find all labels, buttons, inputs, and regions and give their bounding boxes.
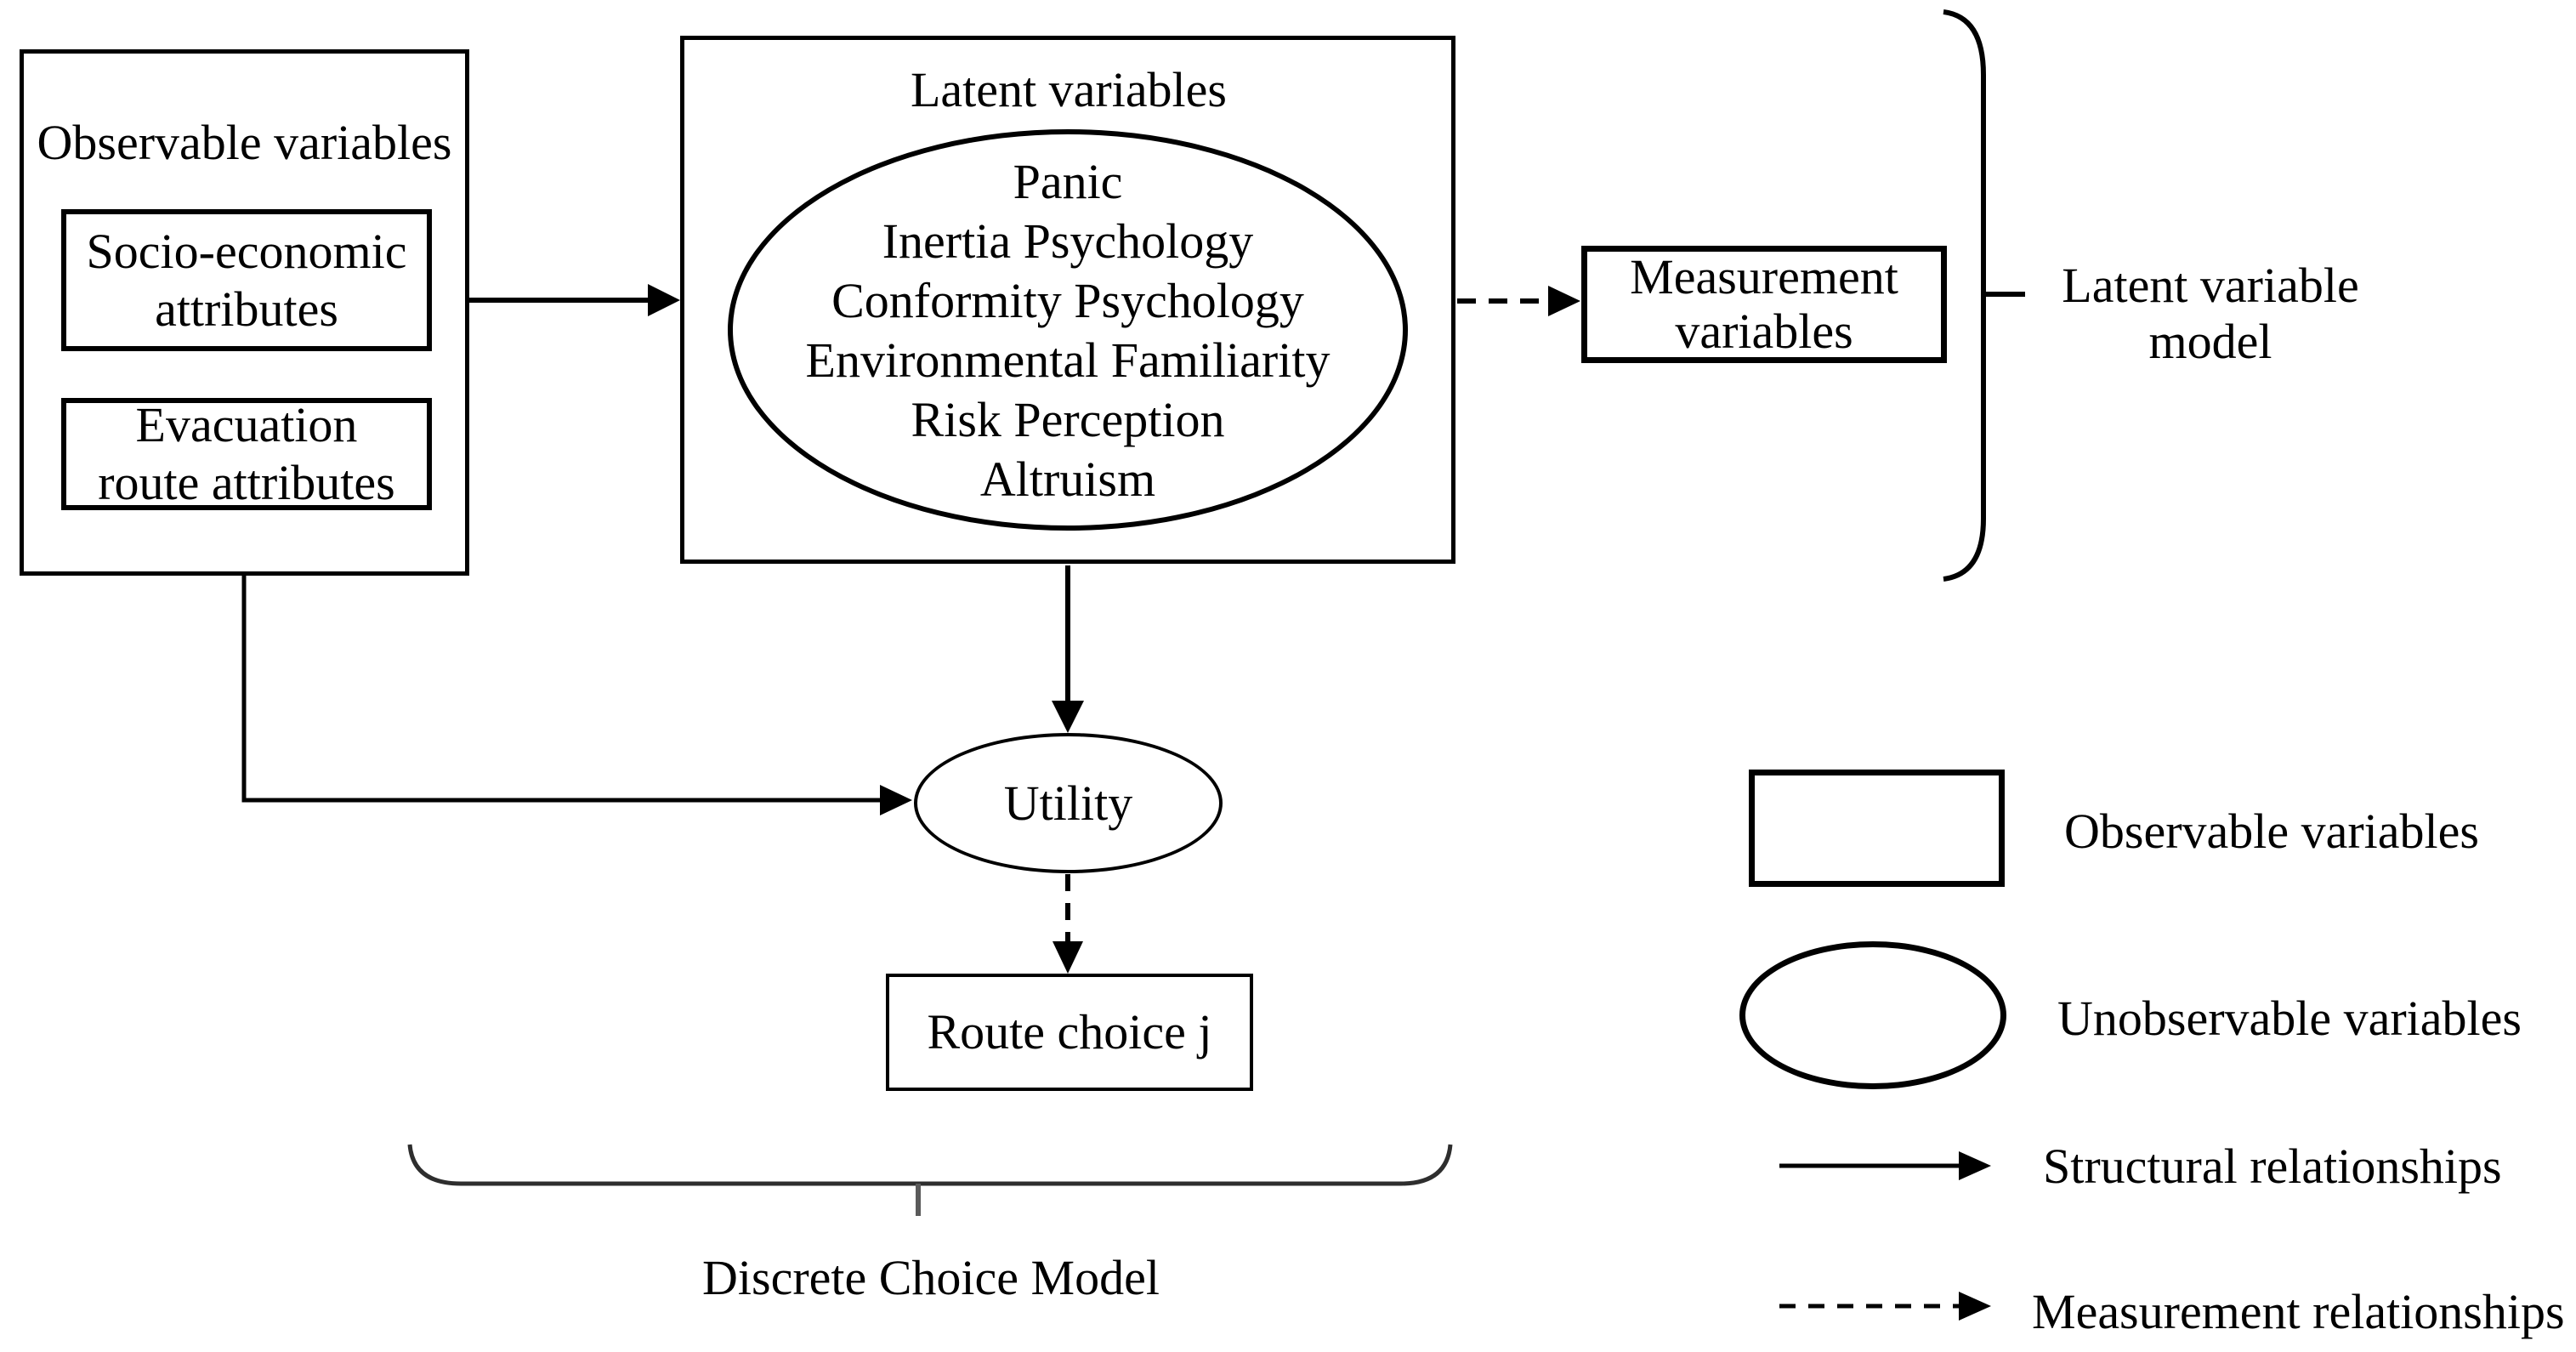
legend-measurement-label: Measurement relationships bbox=[2032, 1284, 2565, 1339]
structural-arrow-latent-to-utility bbox=[1052, 565, 1084, 733]
measurement-line: variables bbox=[1675, 304, 1853, 359]
latent-variables-panel bbox=[680, 36, 1455, 564]
socio-economic-line: Socio-economic bbox=[86, 223, 407, 279]
legend-unobservable-label: Unobservable variables bbox=[2057, 991, 2522, 1046]
measurement-arrow-latent-to-measurement bbox=[1457, 286, 1580, 316]
legend-measurement-arrow bbox=[1779, 1292, 1991, 1321]
evacuation-line: route attributes bbox=[98, 455, 395, 510]
discrete-choice-brace bbox=[407, 1144, 1453, 1216]
utility-label: Utility bbox=[1003, 775, 1133, 831]
utility-ellipse: Utility bbox=[914, 733, 1223, 873]
discrete-choice-model-label: Discrete Choice Model bbox=[702, 1250, 1160, 1305]
structural-arrow-observable-to-utility bbox=[241, 576, 912, 815]
measurement-arrow-utility-to-route bbox=[1053, 874, 1083, 974]
route-choice-box: Route choice j bbox=[886, 974, 1253, 1091]
latent-panel-title: Latent variables bbox=[911, 62, 1227, 117]
evacuation-line: Evacuation bbox=[135, 397, 358, 452]
latent-variable-item: Conformity Psychology bbox=[831, 273, 1304, 328]
measurement-line: Measurement bbox=[1630, 249, 1898, 304]
arrowhead-icon bbox=[1959, 1292, 1991, 1321]
arrowhead-icon bbox=[1052, 701, 1084, 733]
latent-variables-ellipse bbox=[728, 129, 1408, 531]
latent-model-brace bbox=[1943, 9, 2025, 582]
latent-variable-item: Inertia Psychology bbox=[882, 213, 1254, 269]
measurement-variables-box: Measurement variables bbox=[1581, 246, 1947, 363]
latent-model-label-line: model bbox=[2148, 314, 2272, 369]
structural-arrow-observable-to-latent bbox=[469, 284, 680, 316]
latent-variable-item: Altruism bbox=[979, 452, 1156, 507]
observable-panel-title: Observable variables bbox=[37, 115, 452, 170]
socio-economic-attributes-box: Socio-economic attributes bbox=[61, 209, 432, 351]
latent-variable-model-label: Latent variable model bbox=[1998, 258, 2423, 370]
latent-variables-list: Panic Inertia Psychology Conformity Psyc… bbox=[685, 152, 1450, 509]
legend-ellipse-icon bbox=[1739, 941, 2006, 1089]
legend-structural-arrow bbox=[1779, 1151, 1991, 1180]
latent-variable-item: Environmental Familiarity bbox=[805, 332, 1331, 388]
legend-observable-label: Observable variables bbox=[2064, 804, 2479, 859]
latent-variable-item: Panic bbox=[1013, 154, 1123, 209]
arrowhead-icon bbox=[1053, 941, 1083, 974]
arrowhead-icon bbox=[1548, 286, 1580, 316]
observable-variables-panel bbox=[20, 49, 469, 576]
arrowhead-icon bbox=[880, 785, 912, 815]
legend-structural-label: Structural relationships bbox=[2043, 1139, 2502, 1194]
latent-variable-item: Risk Perception bbox=[911, 392, 1225, 447]
evacuation-route-attributes-box: Evacuation route attributes bbox=[61, 397, 432, 510]
latent-model-label-line: Latent variable bbox=[2062, 258, 2359, 313]
route-choice-label: Route choice j bbox=[927, 1004, 1212, 1059]
arrowhead-icon bbox=[1959, 1151, 1991, 1180]
arrowhead-icon bbox=[648, 284, 680, 316]
socio-economic-line: attributes bbox=[155, 281, 338, 337]
legend-rectangle-icon bbox=[1749, 770, 2005, 887]
